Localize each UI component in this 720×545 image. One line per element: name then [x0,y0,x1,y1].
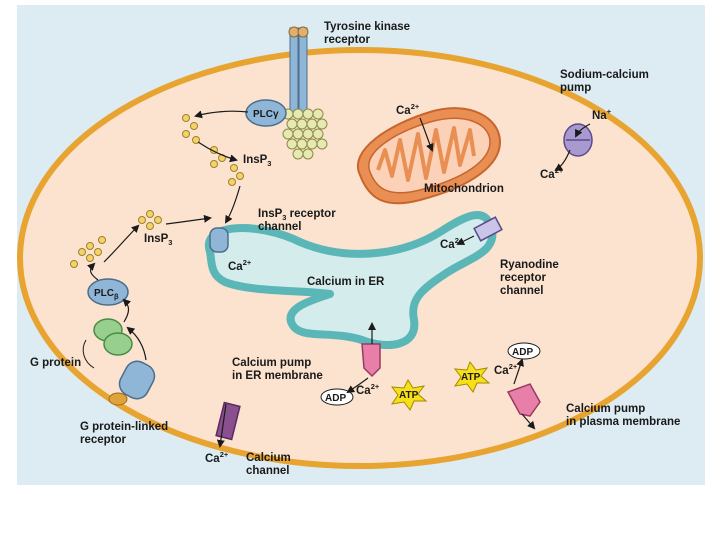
signal-arrows [86,110,591,448]
adp-plasma-label: ADP [512,347,533,358]
atp-plasma-star [453,360,491,393]
insp3-receptor-channel [209,227,229,253]
calcium-pump-plasma-label: Calcium pump in plasma membrane [566,403,680,428]
adp-er-badge [320,388,354,406]
plc-gamma-label: PLCγ [253,109,279,120]
sodium-calcium-pump [563,123,593,157]
tyrosine-kinase-receptor-label: Tyrosine kinase receptor [324,21,413,46]
insp3-molecule-top [182,114,244,186]
ca-label-plasma-pump: Ca2+ [494,362,518,377]
ca-label-channel: Ca2+ [205,450,229,465]
calcium-in-er-label: Calcium in ER [307,276,385,288]
insp3-top-label: InsP3 [243,154,271,168]
adp-plasma-badge [507,342,541,360]
ca-label-mito: Ca2+ [396,102,420,117]
sodium-calcium-pump-label: Sodium-calcium pump [560,69,652,94]
plc-beta [87,278,129,306]
ca-label-insp3: Ca2+ [228,258,252,273]
tyrosine-kinase-receptor [282,26,328,160]
insp3-molecule-mid [70,210,162,268]
g-protein-linked-receptor [118,360,156,400]
calcium-pump-plasma [506,383,541,417]
g-protein-bracket [82,339,95,369]
atp-plasma-label: ATP [461,372,481,383]
endoplasmic-reticulum [204,211,497,350]
insp3-receptor-channel-label: InsP3 receptor channel [258,208,339,233]
g-protein-linked-receptor-label: G protein-linked receptor [80,421,171,446]
atp-er-label: ATP [399,390,419,401]
calcium-channel-label: Calcium channel [246,452,294,477]
calcium-pump-er-label: Calcium pump in ER membrane [232,357,323,382]
mitochondrion [357,107,502,205]
plc-gamma [245,99,287,127]
na-label: Na+ [592,107,612,122]
atp-er-star [390,378,428,411]
plc-beta-label: PLCβ [94,288,119,301]
ryanodine-receptor-channel-label: Ryanodine receptor channel [500,259,562,297]
calcium-pump-er [361,343,381,378]
mitochondrion-label: Mitochondrion [424,183,504,195]
ca-label-er-pump: Ca2+ [356,382,380,397]
g-protein-label: G protein [30,357,81,369]
insp3-mid-label: InsP3 [144,233,172,247]
ryanodine-receptor-channel [473,216,503,242]
adp-er-label: ADP [325,393,346,404]
receptor-ligand [108,392,128,406]
g-protein [93,318,133,356]
